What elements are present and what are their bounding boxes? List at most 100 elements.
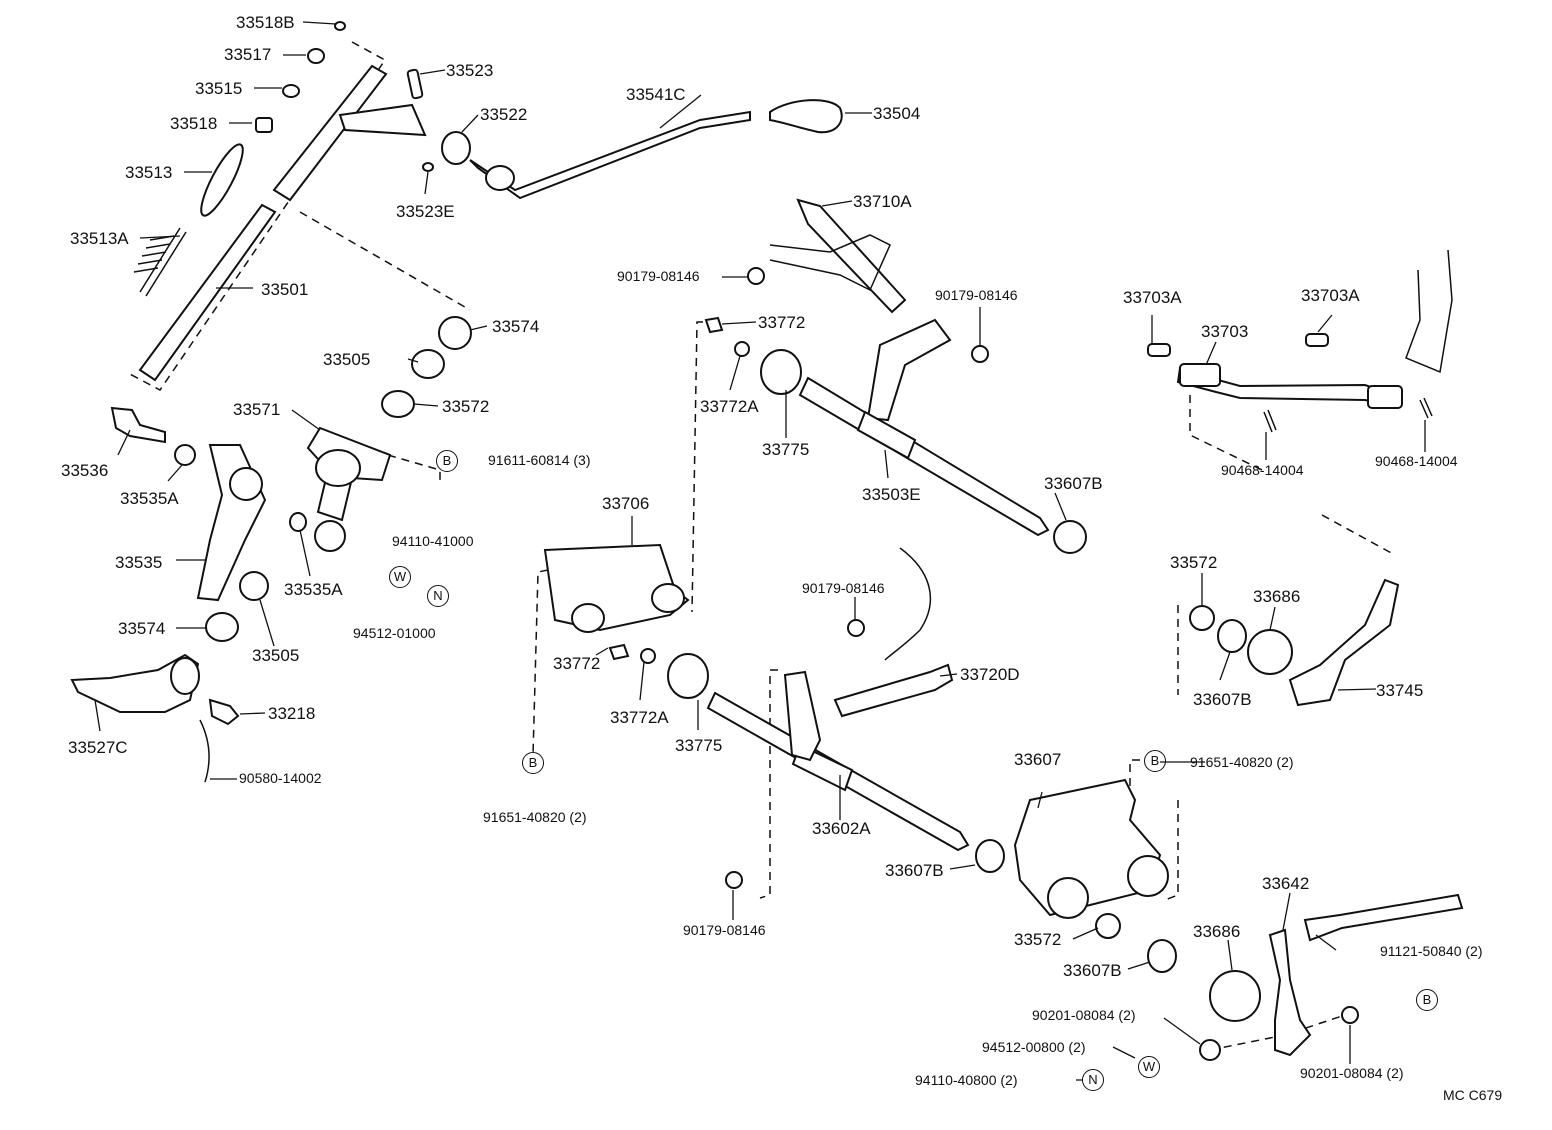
- label-90179-08146-upper-left: 90179-08146: [617, 268, 700, 284]
- label-33536: 33536: [61, 461, 109, 480]
- label-33571: 33571: [233, 400, 281, 419]
- shift-lever-33501-arm: [338, 103, 427, 137]
- rod-91121: [1303, 893, 1464, 942]
- bushing-33535A-left: [174, 444, 196, 466]
- shift-lever-33501-upper: [272, 64, 388, 202]
- label-33772-lower: 33772: [553, 654, 601, 673]
- bushing-33535A-right: [314, 520, 346, 552]
- bushing-33505-upper: [411, 349, 445, 379]
- clip-33518B: [334, 21, 346, 31]
- label-91651-40820-right: 91651-40820 (2): [1190, 754, 1294, 770]
- label-91121-50840: 91121-50840 (2): [1380, 943, 1483, 959]
- label-33703: 33703: [1201, 322, 1249, 341]
- lever-33535-boss: [229, 467, 263, 501]
- label-33503E: 33503E: [862, 485, 921, 504]
- label-33775-lower: 33775: [675, 736, 723, 755]
- label-33686-upper: 33686: [1253, 587, 1301, 606]
- label-33572-right: 33572: [1170, 553, 1218, 572]
- cotter-90468-right: [1419, 397, 1433, 419]
- link-33710A-hand-outline: [769, 234, 891, 292]
- label-33513A: 33513A: [70, 229, 129, 248]
- shift-lever-group-outline-right: [299, 211, 471, 311]
- label-33772-upper: 33772: [758, 313, 806, 332]
- bracket-33607-boss-right: [1127, 855, 1169, 897]
- bushing-33775-lower: [667, 653, 709, 699]
- label-33523: 33523: [446, 61, 494, 80]
- spring-33513A: [133, 227, 187, 297]
- washer-33515: [282, 84, 300, 98]
- shift-knob-33504: [769, 99, 843, 134]
- bracket-33706-boss-right: [651, 583, 685, 613]
- marker-w-94512-01000: W: [389, 566, 411, 588]
- label-33706: 33706: [602, 494, 650, 513]
- pin-33703A-right: [1305, 333, 1329, 347]
- lever-33745: [1288, 578, 1400, 707]
- label-33523E: 33523E: [396, 202, 455, 221]
- label-33686-lower: 33686: [1193, 922, 1241, 941]
- rod-end-33541C: [485, 165, 515, 191]
- link-33710A: [796, 198, 907, 314]
- shaft-33503E: [798, 376, 1050, 537]
- label-90468-14004-left: 90468-14004: [1221, 462, 1304, 478]
- nut-90179-upper-right: [971, 345, 989, 363]
- label-90580-14002: 90580-14002: [239, 770, 322, 786]
- rod-33703-outline: [1189, 395, 1263, 471]
- washer-90201-right: [1341, 1006, 1359, 1024]
- washer-33772A-lower: [640, 648, 656, 664]
- damper-33686-upper: [1247, 629, 1293, 675]
- label-33218: 33218: [268, 704, 316, 723]
- label-94512-01000: 94512-01000: [353, 625, 436, 641]
- label-90179-08146-upper-right: 90179-08146: [935, 287, 1018, 303]
- bushing-33607B-bottom: [1147, 939, 1177, 973]
- shaft-33503E-sleeve: [856, 410, 917, 460]
- pin-33703A-left: [1147, 343, 1171, 357]
- label-90179-08146-middle: 90179-08146: [802, 580, 885, 596]
- cable-90580: [199, 719, 210, 783]
- bracket-33706-outline-right: [691, 321, 703, 613]
- label-33535A-left: 33535A: [120, 489, 179, 508]
- label-33720D: 33720D: [960, 665, 1020, 684]
- bushing-33572-upper: [381, 390, 415, 418]
- lever-33602A: [783, 670, 822, 762]
- lever-33642: [1268, 928, 1312, 1057]
- label-33642: 33642: [1262, 874, 1310, 893]
- label-33513: 33513: [125, 163, 173, 182]
- bolt-33218: [208, 698, 240, 726]
- damper-33686-lower: [1209, 970, 1261, 1022]
- label-33745: 33745: [1376, 681, 1424, 700]
- marker-b-91651-left: B: [522, 752, 544, 774]
- label-33505-lower: 33505: [252, 646, 300, 665]
- bracket-group-outline: [387, 454, 441, 482]
- label-33574-upper: 33574: [492, 317, 540, 336]
- label-33501: 33501: [261, 280, 309, 299]
- label-33574-lower: 33574: [118, 619, 166, 638]
- label-90179-08146-lower: 90179-08146: [683, 922, 766, 938]
- label-94110-40800: 94110-40800 (2): [915, 1072, 1018, 1088]
- clip-33772-upper: [704, 316, 724, 334]
- label-33535: 33535: [115, 553, 163, 572]
- bushing-33505-lower: [239, 571, 269, 601]
- label-33772A-upper: 33772A: [700, 397, 759, 416]
- bushing-33775-upper: [760, 349, 802, 395]
- bracket-33706-boss-left: [571, 603, 605, 633]
- clip-33523E: [422, 162, 434, 172]
- label-33607B-right: 33607B: [1193, 690, 1252, 709]
- label-33541C: 33541C: [626, 85, 686, 104]
- label-33515: 33515: [195, 79, 243, 98]
- label-33572-upper: 33572: [442, 397, 490, 416]
- bushing-33572-right: [1189, 605, 1215, 631]
- label-33518: 33518: [170, 114, 218, 133]
- shaft-33602a-outline: [759, 669, 778, 899]
- label-33527C: 33527C: [68, 738, 128, 757]
- rod-33703-end-right: [1367, 385, 1403, 409]
- bushing-33522: [441, 131, 471, 165]
- bolt-33523: [406, 68, 424, 100]
- label-33703A-left: 33703A: [1123, 288, 1182, 307]
- lever-33527C-boss: [170, 657, 200, 695]
- bracket-33607-boss-left: [1047, 877, 1089, 919]
- cotter-90468-left: [1263, 409, 1277, 433]
- label-94110-41000: 94110-41000: [392, 533, 474, 549]
- pin-33518: [255, 117, 273, 133]
- label-91651-40820-left: 91651-40820 (2): [483, 809, 587, 825]
